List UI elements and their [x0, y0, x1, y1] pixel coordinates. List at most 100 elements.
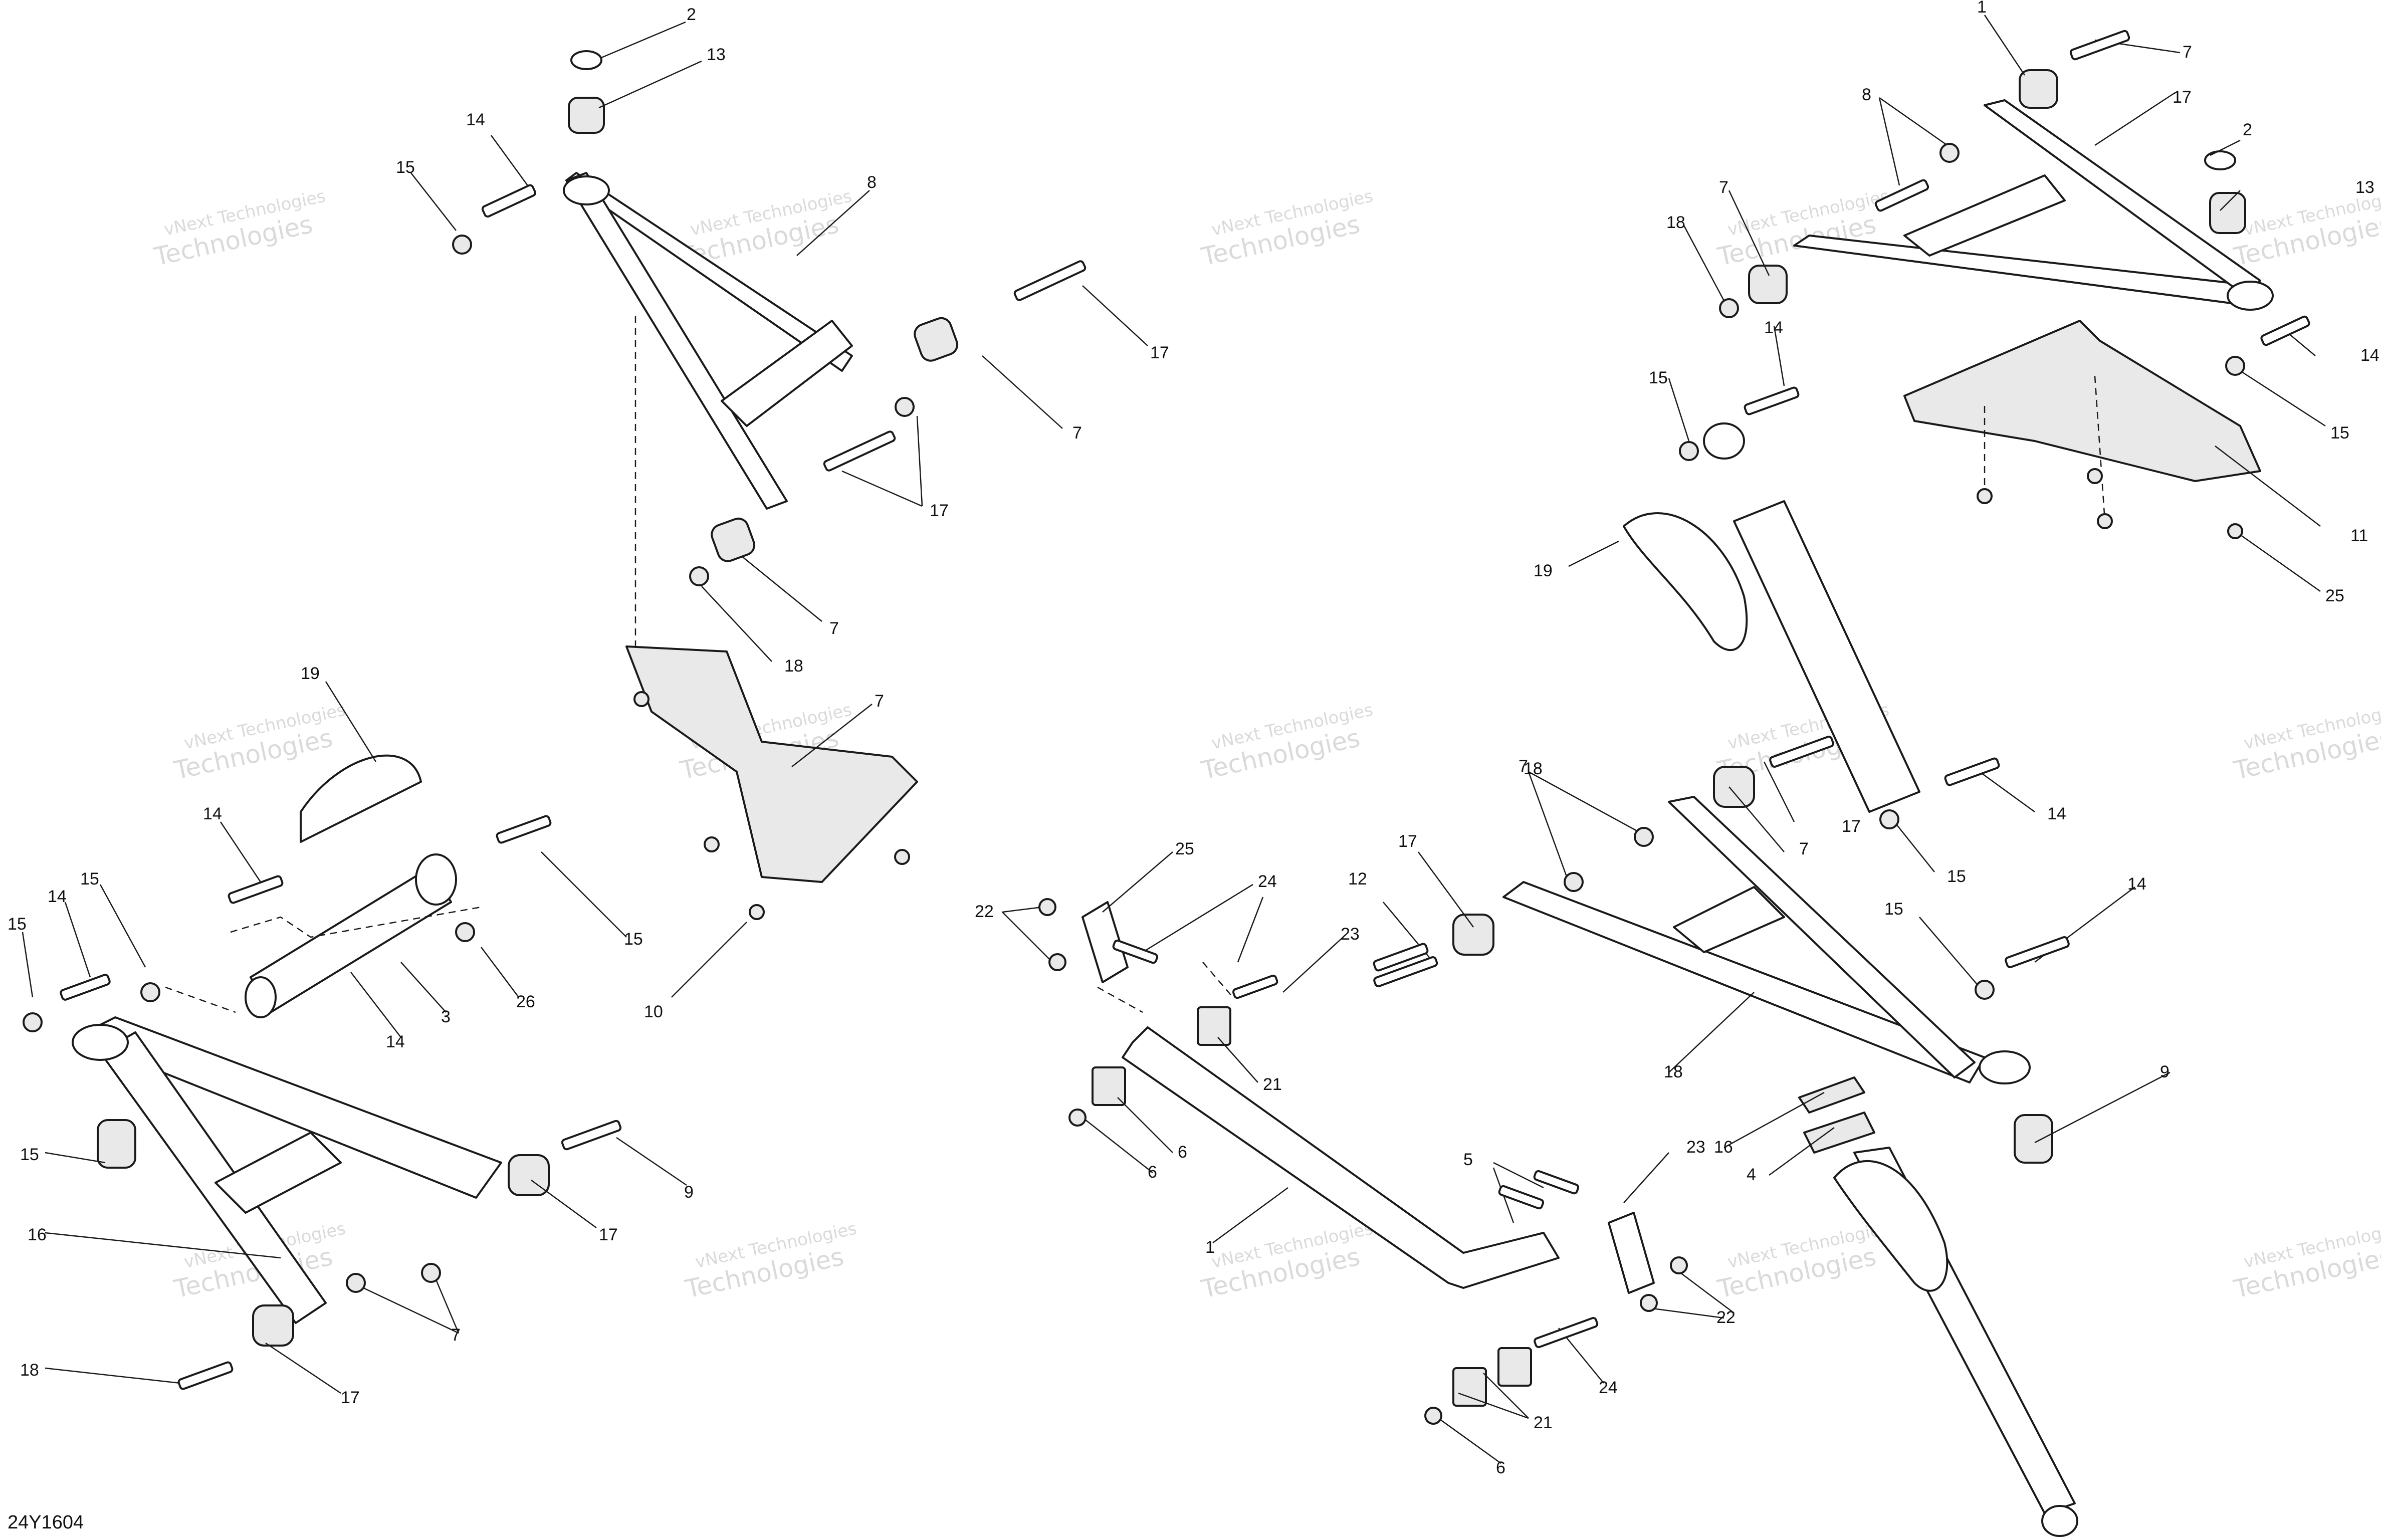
fasteners: [23, 30, 2310, 1425]
callout-label: 17: [1398, 832, 1417, 851]
callout-label: 17: [341, 1388, 360, 1407]
callout-label: 10: [644, 1002, 663, 1021]
callout-label: 17: [930, 501, 949, 520]
callout-label: 7: [451, 1326, 461, 1345]
callout-label: 22: [975, 902, 994, 921]
callout-label: 19: [1534, 561, 1553, 580]
callout-label: 5: [1463, 1150, 1473, 1169]
callout-label: 14: [386, 1032, 405, 1051]
callout-label: 26: [516, 992, 535, 1011]
callout-label: 7: [1719, 178, 1728, 197]
callout-label: 18: [1524, 759, 1543, 778]
callout-label: 13: [2355, 178, 2374, 197]
callout-label: 18: [784, 656, 803, 676]
assembly-line: [165, 986, 236, 1013]
callout-label: 6: [1178, 1143, 1187, 1162]
callout-label: 14: [2127, 874, 2146, 894]
assembly-line: [1202, 962, 1233, 998]
watermark: vNext Technologies Technologies: [1199, 700, 1375, 785]
callout-label: 23: [1686, 1138, 1705, 1157]
callout-label: 1: [1977, 0, 1987, 17]
guard-right: [1903, 320, 2261, 482]
callout-label: 25: [1175, 839, 1194, 858]
callout-label: 15: [1884, 900, 1903, 919]
parts-layer: [72, 50, 2274, 1537]
assembly-line: [1097, 986, 1143, 1013]
callout-label: 17: [2173, 88, 2192, 107]
callout-label: 22: [1716, 1308, 1736, 1327]
watermark: vNext Technologies Technologies: [2231, 1218, 2381, 1304]
callout-label: 14: [1764, 318, 1783, 337]
callout-label: 16: [1714, 1138, 1733, 1157]
callout-label: 9: [684, 1183, 694, 1202]
callout-label: 7: [1519, 757, 1528, 776]
callout-label: 23: [1341, 925, 1360, 944]
watermark: vNext Technologies Technologies: [151, 186, 328, 272]
callout-label: 6: [1148, 1163, 1157, 1182]
callout-labels: 2 13 14 15 8 17 7 17 7 18 19 14 15 15 14…: [8, 0, 2379, 1477]
stabilizer-bar: [1081, 901, 1655, 1407]
callout-label: 18: [1664, 1062, 1683, 1081]
callout-label: 7: [875, 692, 884, 711]
callout-label: 21: [1263, 1075, 1282, 1094]
callout-label: 15: [624, 930, 643, 949]
callout-label: 17: [599, 1225, 618, 1244]
coil-over-shock-right: [1798, 1076, 2078, 1537]
callout-label: 25: [2325, 586, 2344, 605]
callout-label: 15: [1947, 867, 1966, 886]
callout-label: 7: [1799, 839, 1809, 858]
watermark: vNext Technologies Technologies: [2231, 700, 2381, 785]
callout-label: 15: [1649, 368, 1668, 387]
lower-a-arm-right: [1452, 766, 2053, 1164]
callout-label: 8: [867, 173, 877, 192]
callout-label: 15: [20, 1145, 39, 1164]
watermark: vNext Technologies Technologies: [2231, 186, 2381, 272]
callout-label: 1: [1205, 1238, 1215, 1257]
lower-a-arm-left: [72, 1016, 550, 1347]
guard-left: [625, 645, 918, 883]
callout-label: 17: [1842, 817, 1861, 836]
callout-label: 19: [301, 664, 320, 683]
watermark: vNext Technologies Technologies: [683, 1218, 859, 1304]
shock-spring-right-upper: [1623, 422, 1920, 813]
callout-label: 14: [203, 804, 222, 823]
callout-label: 11: [2350, 526, 2368, 545]
callout-label: 15: [2330, 423, 2349, 443]
leader-lines: [22, 15, 2326, 1464]
callout-label: 18: [20, 1361, 39, 1380]
callout-label: 14: [466, 110, 485, 129]
watermark: vNext Technologies Technologies: [171, 700, 348, 785]
diagram-code: 24Y1604: [8, 1512, 84, 1533]
callout-label: 14: [2360, 346, 2379, 365]
callout-label: 6: [1496, 1458, 1505, 1477]
watermark: vNext Technologies Technologies: [1199, 1218, 1375, 1304]
callout-label: 15: [8, 915, 27, 934]
callout-label: 9: [2160, 1062, 2170, 1081]
upper-a-arm-right: [1748, 69, 2274, 311]
shock-spring-left: [245, 754, 457, 1018]
assembly-line: [230, 906, 482, 938]
callout-label: 7: [829, 619, 839, 638]
callout-label: 14: [48, 887, 67, 906]
callout-label: 15: [396, 158, 415, 177]
callout-label: 24: [1599, 1378, 1618, 1397]
callout-label: 21: [1534, 1413, 1553, 1432]
callout-label: 16: [28, 1225, 47, 1244]
callout-label: 13: [707, 45, 726, 64]
callout-label: 24: [1258, 872, 1277, 891]
callout-label: 15: [80, 869, 99, 889]
callout-label: 17: [1150, 343, 1169, 362]
callout-label: 14: [2047, 804, 2066, 823]
callout-label: 7: [2183, 43, 2192, 62]
watermark: vNext Technologies Technologies: [1715, 1218, 1891, 1304]
watermark: vNext Technologies Technologies: [1715, 186, 1891, 272]
callout-label: 8: [1862, 85, 1871, 104]
callout-label: 3: [441, 1007, 451, 1026]
callout-label: 4: [1747, 1165, 1756, 1184]
callout-label: 2: [687, 5, 696, 24]
watermark: vNext Technologies Technologies: [1199, 186, 1375, 272]
callout-label: 7: [1072, 423, 1082, 443]
callout-label: 2: [2243, 120, 2252, 139]
callout-label: 12: [1348, 869, 1367, 889]
